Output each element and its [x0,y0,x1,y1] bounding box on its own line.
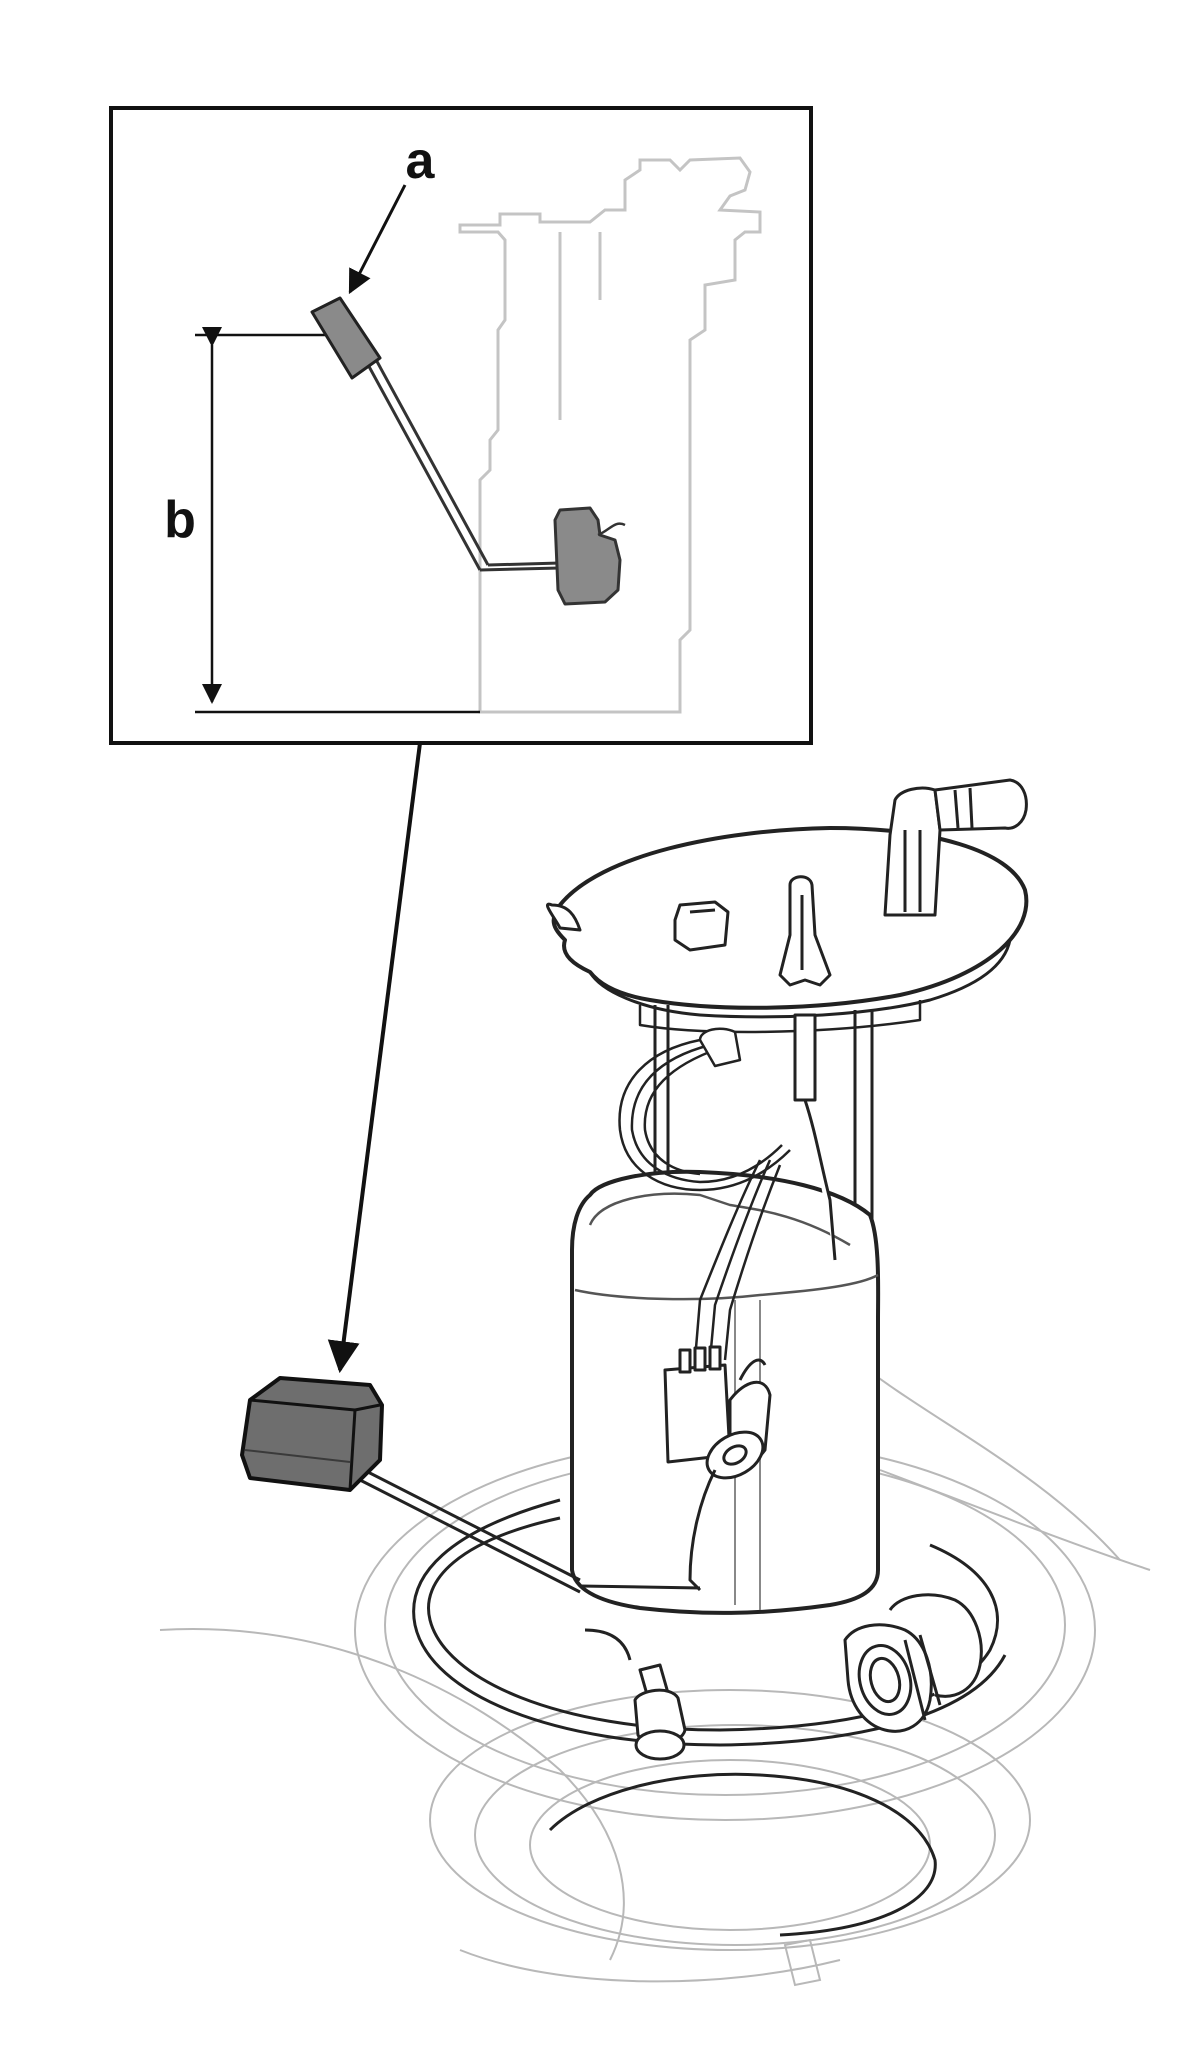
detail-inset: a b [109,106,813,745]
callout-arrow [327,742,422,1374]
float-arm-wire [359,1466,701,1594]
inner-fuel-line [793,1013,837,1261]
dimension-b [195,327,480,714]
inset-pump-outline [458,156,762,714]
label-a: a [406,132,436,190]
fuel-pump-assembly [240,778,1029,1761]
label-b: b [164,491,196,549]
wire-harness [618,1027,791,1361]
inset-frame [109,106,813,745]
inset-level-sender [553,506,626,606]
level-sender-float [240,1376,384,1492]
outlet-pipe [883,778,1028,917]
sensor-cable [584,1628,687,1761]
vent-valve [778,875,832,987]
label-a-leader [348,184,407,295]
float-part [310,296,382,380]
flange-connector [673,900,730,952]
float-pivot [688,1430,765,1592]
quick-connector [843,1593,983,1733]
top-flange [545,826,1029,1034]
